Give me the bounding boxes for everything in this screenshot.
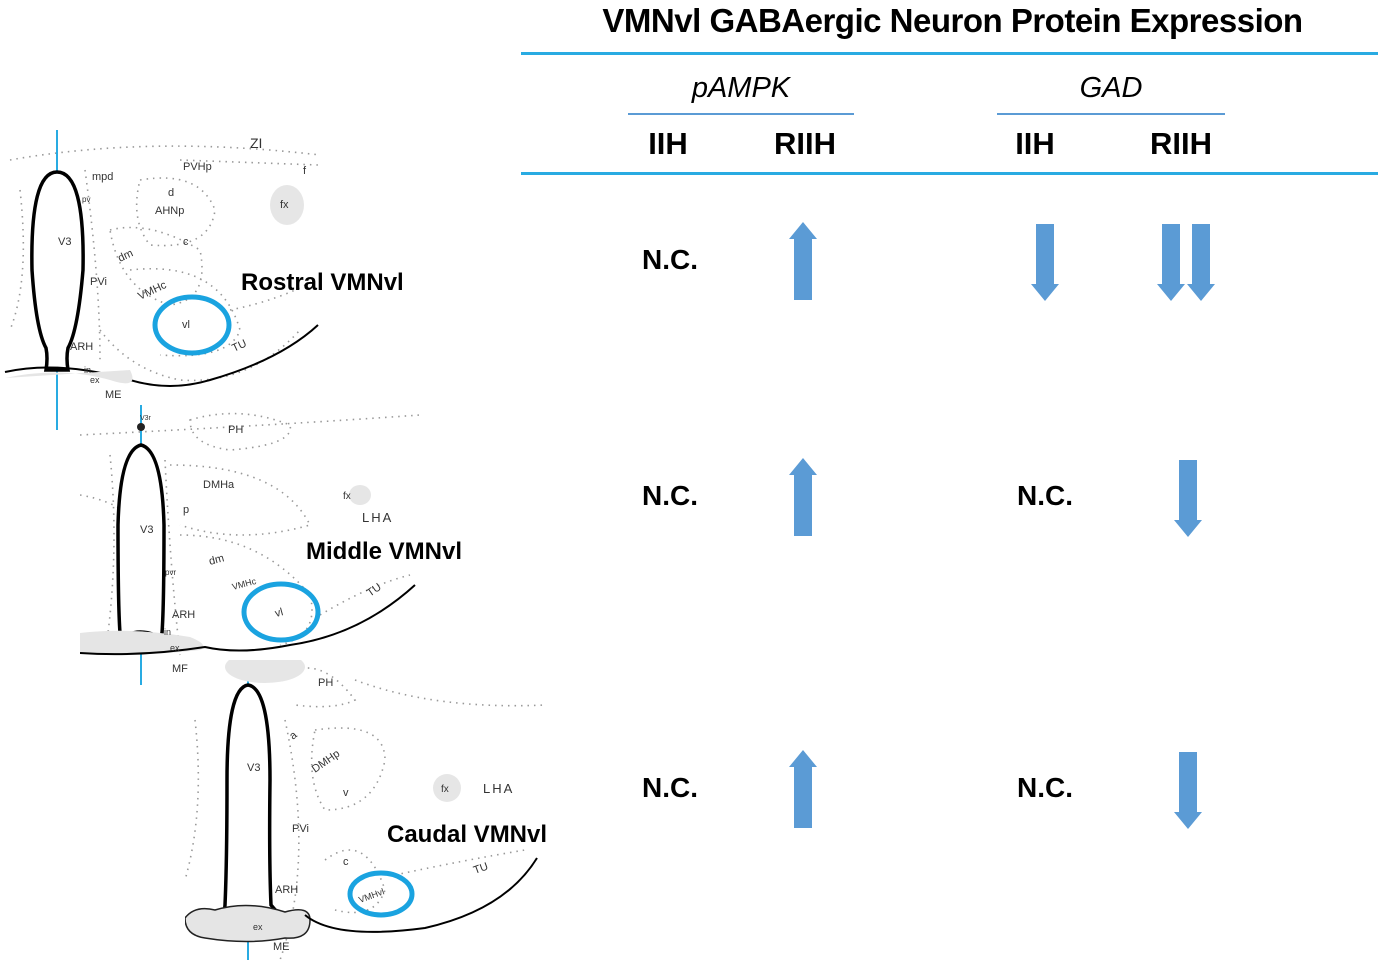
vmnvl-highlight-circle xyxy=(347,870,415,918)
increase-arrow-group xyxy=(789,458,817,536)
header-rule xyxy=(521,172,1378,175)
svg-text:p: p xyxy=(183,504,189,516)
svg-text:TU: TU xyxy=(230,338,248,355)
group-underline-pampk xyxy=(628,113,854,115)
svg-text:V3: V3 xyxy=(247,762,260,774)
svg-text:MF: MF xyxy=(172,663,188,675)
no-change-label: N.C. xyxy=(1017,772,1073,803)
region-label-rostral: Rostral VMNvl xyxy=(241,269,404,296)
svg-text:mpd: mpd xyxy=(92,171,113,183)
svg-text:V3: V3 xyxy=(58,236,71,248)
svg-text:pvr: pvr xyxy=(165,568,176,577)
svg-text:ex: ex xyxy=(253,922,263,932)
third-ventricle-outline xyxy=(116,443,166,638)
svg-text:VMHc: VMHc xyxy=(136,279,169,303)
svg-text:fx: fx xyxy=(441,784,449,795)
region-label-middle: Middle VMNvl xyxy=(306,538,463,565)
down-arrow-icon xyxy=(1174,752,1202,829)
svg-text:AHNp: AHNp xyxy=(155,205,184,217)
svg-text:LHA: LHA xyxy=(483,781,514,796)
svg-text:in: in xyxy=(164,627,171,637)
decrease-arrow-group xyxy=(1031,224,1059,301)
svg-text:PVHp: PVHp xyxy=(183,161,212,173)
svg-text:c: c xyxy=(183,236,189,248)
svg-text:dm: dm xyxy=(208,552,226,568)
up-arrow-icon xyxy=(789,458,817,536)
decrease-arrow-group xyxy=(1174,752,1202,829)
svg-text:ex: ex xyxy=(90,375,100,385)
svg-text:TU: TU xyxy=(472,861,490,877)
decrease-arrow-group xyxy=(1157,224,1215,301)
region-label-caudal: Caudal VMNvl xyxy=(387,821,548,848)
svg-text:DMHp: DMHp xyxy=(310,748,342,776)
group-label-gad: GAD xyxy=(1079,72,1143,104)
down-arrow-icon xyxy=(1157,224,1185,301)
svg-text:pv: pv xyxy=(82,195,90,204)
decrease-arrow-group xyxy=(1174,460,1202,537)
svg-text:f: f xyxy=(303,165,307,177)
svg-text:PVi: PVi xyxy=(292,823,309,835)
vmnvl-highlight-circle xyxy=(152,294,232,356)
third-ventricle-outline xyxy=(30,170,85,372)
svg-text:ex: ex xyxy=(170,643,180,653)
svg-text:ME: ME xyxy=(105,389,122,401)
svg-text:ARH: ARH xyxy=(275,884,298,896)
column-header-gad-riih: RIIH xyxy=(1150,126,1212,161)
no-change-label: N.C. xyxy=(1017,480,1073,511)
svg-text:V3r: V3r xyxy=(140,415,152,422)
svg-text:v: v xyxy=(343,787,349,799)
column-header-pampk-riih: RIIH xyxy=(774,126,836,161)
svg-text:dm: dm xyxy=(116,247,135,264)
svg-text:VMHc: VMHc xyxy=(231,576,258,592)
figure-title: VMNvl GABAergic Neuron Protein Expressio… xyxy=(602,2,1303,39)
svg-text:ARH: ARH xyxy=(172,609,195,621)
down-arrow-icon xyxy=(1187,224,1215,301)
svg-text:in: in xyxy=(84,365,91,375)
svg-text:VMHvl: VMHvl xyxy=(357,886,385,904)
increase-arrow-group xyxy=(789,750,817,828)
svg-text:V3: V3 xyxy=(140,524,153,536)
svg-text:vl: vl xyxy=(274,606,285,620)
svg-text:fx: fx xyxy=(343,491,351,502)
svg-text:LHA: LHA xyxy=(362,510,393,525)
group-label-pampk: pAMPK xyxy=(691,72,791,104)
svg-text:ME: ME xyxy=(273,941,290,953)
no-change-label: N.C. xyxy=(642,772,698,803)
column-header-gad-iih: IIH xyxy=(1015,126,1055,161)
column-header-pampk-iih: IIH xyxy=(648,126,688,161)
svg-text:fx: fx xyxy=(280,199,289,211)
down-arrow-icon xyxy=(1174,460,1202,537)
svg-text:ARH: ARH xyxy=(70,341,93,353)
no-change-label: N.C. xyxy=(642,480,698,511)
svg-text:PH: PH xyxy=(228,424,243,436)
svg-text:vl: vl xyxy=(182,319,190,331)
up-arrow-icon xyxy=(789,750,817,828)
svg-text:PVi: PVi xyxy=(90,276,107,288)
group-underline-gad xyxy=(997,113,1225,115)
top-rule xyxy=(521,52,1378,55)
down-arrow-icon xyxy=(1031,224,1059,301)
svg-text:TU: TU xyxy=(365,581,384,599)
svg-text:c: c xyxy=(343,856,349,868)
no-change-label: N.C. xyxy=(642,244,698,275)
vmnvl-highlight-circle xyxy=(241,581,321,643)
up-arrow-icon xyxy=(789,222,817,300)
svg-text:PH: PH xyxy=(318,677,333,689)
svg-text:d: d xyxy=(168,187,174,199)
svg-text:DMHa: DMHa xyxy=(203,479,235,491)
increase-arrow-group xyxy=(789,222,817,300)
svg-text:ZI: ZI xyxy=(250,135,262,151)
